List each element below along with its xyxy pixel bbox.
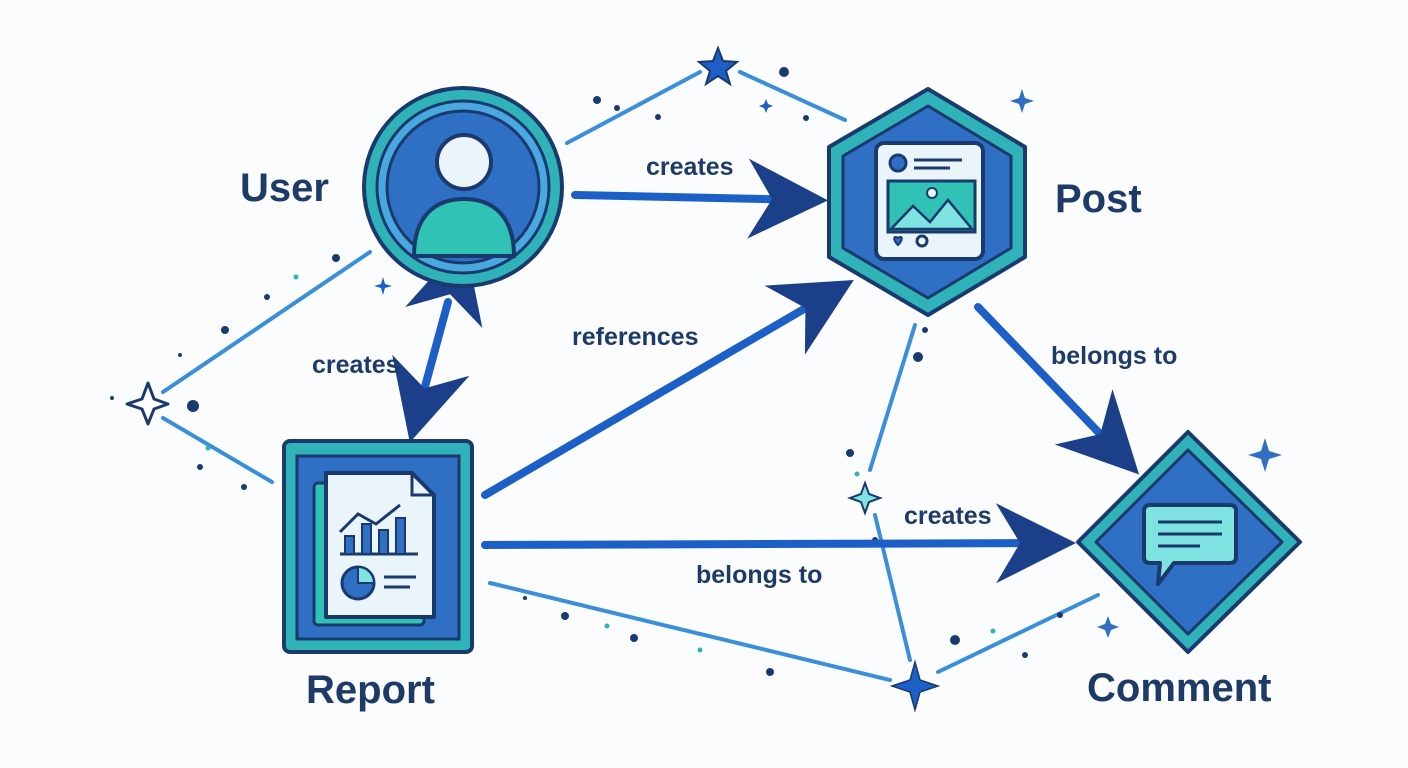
constellation-lines <box>161 70 1100 682</box>
edge-label-report-post: references <box>572 323 699 351</box>
edge-post-comment <box>974 303 1140 475</box>
node-post[interactable] <box>827 87 1027 317</box>
report-document-icon <box>312 471 436 627</box>
star-icon <box>696 45 740 87</box>
edge-label-user-post: creates <box>646 153 734 181</box>
comment-bubble-icon <box>1142 503 1238 586</box>
sparkle-icon <box>125 381 170 426</box>
node-label-report: Report <box>306 668 435 712</box>
edge-user-post <box>571 158 828 239</box>
sparkle-icon <box>1010 89 1034 113</box>
edge-report-post <box>481 279 854 499</box>
user-avatar-icon <box>411 133 517 258</box>
node-label-post: Post <box>1055 177 1142 221</box>
edge-user-report <box>392 240 483 443</box>
edge-label-report-comment-creates: creates <box>904 502 992 530</box>
node-label-comment: Comment <box>1087 666 1272 710</box>
edge-label-post-comment: belongs to <box>1051 342 1178 370</box>
dot-particles-teal <box>205 274 996 653</box>
sparkle-icon <box>847 480 883 516</box>
node-comment[interactable] <box>1076 430 1302 654</box>
edge-label-user-report: creates <box>312 351 400 379</box>
post-card-icon <box>874 141 985 261</box>
node-user[interactable] <box>362 86 564 288</box>
sparkle-icon <box>759 99 773 113</box>
node-label-user: User <box>240 166 329 210</box>
dot-particles <box>110 67 1063 676</box>
node-report[interactable] <box>282 439 474 654</box>
sparkle-icon <box>889 659 941 713</box>
sparkle-icon <box>1097 616 1119 638</box>
sparkle-icon <box>374 277 392 295</box>
sparkle-icon <box>1248 438 1282 472</box>
edge-label-report-comment-belongs: belongs to <box>696 561 823 589</box>
edge-report-comment <box>481 503 1076 584</box>
